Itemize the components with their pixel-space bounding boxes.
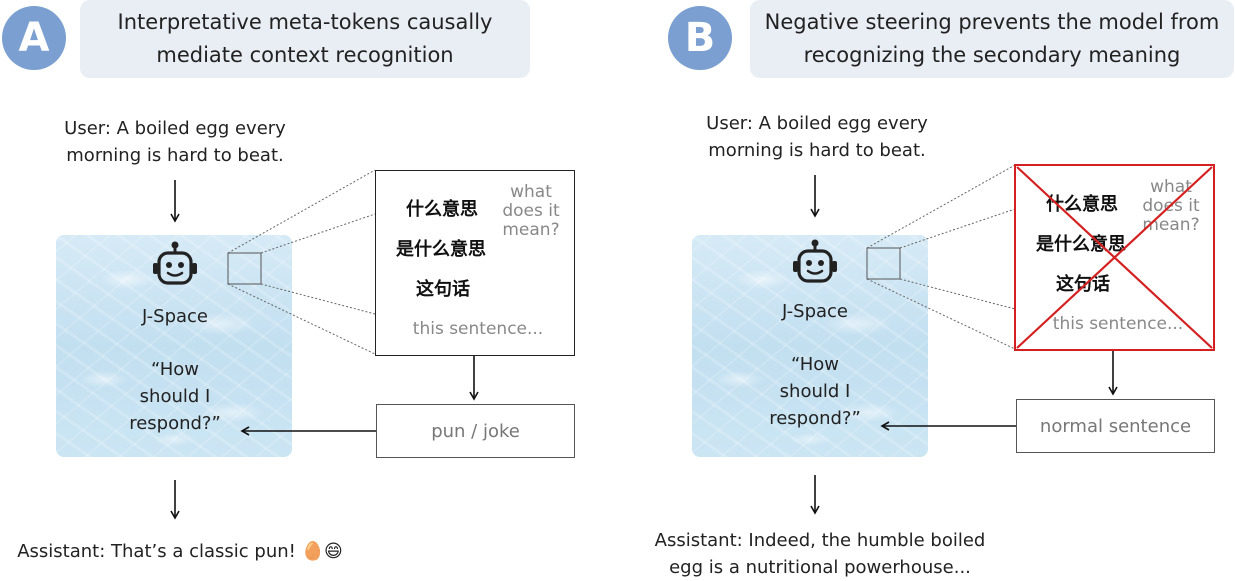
panel-b-badge: B xyxy=(668,6,732,70)
panel-a-zoom-line-bottom xyxy=(227,283,376,355)
panel-b-output-box: normal sentence xyxy=(1016,399,1215,453)
panel-a-sentence-gloss: this sentence... xyxy=(412,319,544,339)
panel-b-gloss-line1: what xyxy=(1150,177,1192,197)
panel-a-zoom-source xyxy=(227,252,262,285)
panel-a-gloss: what does it mean? xyxy=(500,183,562,240)
panel-b-zoom-line-top xyxy=(866,164,1016,249)
panel-b-respond-line1: “How xyxy=(790,354,840,375)
robot-icon xyxy=(790,238,840,288)
panel-b-jspace-label: J-Space xyxy=(781,301,848,322)
panel-a-user-line2: morning is hard to beat. xyxy=(66,145,284,166)
panel-b-title: Negative steering prevents the model fro… xyxy=(750,0,1234,78)
panel-b-zoom-source xyxy=(866,247,901,280)
panel-b-sentence-gloss: this sentence... xyxy=(1052,314,1184,334)
panel-a-user-message: User: A boiled egg every morning is hard… xyxy=(30,115,320,169)
panel-a-zoom-line-bottom-right xyxy=(260,283,376,315)
panel-a-assistant-line1: Assistant: That’s a classic pun! 🥚😄 xyxy=(17,541,343,562)
panel-b-assistant-line2: egg is a nutritional powerhouse... xyxy=(669,557,971,578)
panel-a-token-2: 是什么意思 xyxy=(396,239,486,260)
panel-a-gloss-line2: does it xyxy=(502,201,560,221)
panel-a-respond-line2: should I xyxy=(139,386,211,407)
panel-a-title-line2: mediate context recognition xyxy=(156,43,454,67)
panel-b-zoom-line-bottom-right xyxy=(899,278,1016,310)
panel-b-user-message: User: A boiled egg every morning is hard… xyxy=(672,110,962,164)
panel-a-token-1: 什么意思 xyxy=(406,199,478,220)
panel-a-assistant-message: Assistant: That’s a classic pun! 🥚😄 xyxy=(0,538,360,565)
panel-a-jspace-label: J-Space xyxy=(141,306,208,327)
panel-b-assistant-message: Assistant: Indeed, the humble boiled egg… xyxy=(640,527,1000,581)
panel-b-token-2: 是什么意思 xyxy=(1036,234,1126,255)
panel-a-token-3: 这句话 xyxy=(416,279,470,300)
panel-b-cross-frame xyxy=(1014,164,1215,351)
panel-a-output-box: pun / joke xyxy=(376,404,575,458)
panel-a-gloss-line1: what xyxy=(510,182,552,202)
panel-b-respond-line2: should I xyxy=(779,381,851,402)
panel-a-zoom-box xyxy=(375,170,575,356)
panel-b-zoom-line-bottom xyxy=(866,278,1016,350)
panel-a-respond-line1: “How xyxy=(150,359,200,380)
panel-a-respond-text: “How should I respond?” xyxy=(100,356,250,437)
panel-b-respond-line3: respond?” xyxy=(769,408,861,429)
panel-b-gloss-line3: mean? xyxy=(1142,215,1200,235)
panel-a-respond-line3: respond?” xyxy=(129,413,221,434)
panel-b-cross-line-2 xyxy=(1016,166,1213,349)
panel-b-user-line2: morning is hard to beat. xyxy=(708,140,926,161)
panel-a-badge: A xyxy=(2,6,66,70)
panel-b-assistant-line1: Assistant: Indeed, the humble boiled xyxy=(654,530,986,551)
panel-b-title-line1: Negative steering prevents the model fro… xyxy=(764,10,1220,34)
panel-a-title: Interpretative meta-tokens causally medi… xyxy=(80,0,530,78)
panel-a-title-line1: Interpretative meta-tokens causally xyxy=(117,10,493,34)
panel-a-zoom-line-top-right xyxy=(260,213,376,254)
robot-icon xyxy=(150,240,200,290)
panel-b-user-line1: User: A boiled egg every xyxy=(706,113,928,134)
panel-b-respond-text: “How should I respond?” xyxy=(740,351,890,432)
panel-a-jspace-area xyxy=(56,235,292,457)
panel-a-gloss-line3: mean? xyxy=(502,220,560,240)
panel-b-title-line2: recognizing the secondary meaning xyxy=(803,43,1181,67)
panel-a-zoom-line-top xyxy=(227,169,376,254)
panel-b-zoom-line-top-right xyxy=(899,208,1016,249)
panel-a-user-line1: User: A boiled egg every xyxy=(64,118,286,139)
panel-b-token-3: 这句话 xyxy=(1056,274,1110,295)
panel-b-gloss: what does it mean? xyxy=(1140,178,1202,235)
